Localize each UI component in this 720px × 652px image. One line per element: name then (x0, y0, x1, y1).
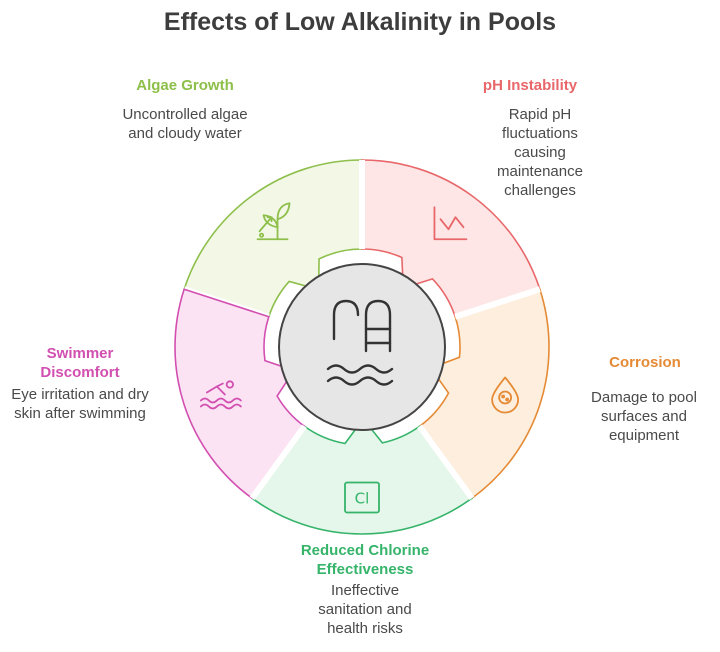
algae-growth-title: Algae Growth (136, 77, 234, 94)
fluctuation-chart-icon (433, 206, 468, 241)
corrosion-segment (418, 288, 550, 500)
chlorine-cl-icon: Cl (344, 481, 380, 514)
reduced-chlorine-description: Ineffective sanitation and health risks (318, 582, 412, 637)
plant-growth-icon (256, 202, 291, 241)
page-title: Effects of Low Alkalinity in Pools (163, 8, 557, 36)
corrosion-description: Damage to pool surfaces and equipment (591, 389, 697, 444)
swimmer-separator (249, 424, 307, 501)
reduced-chlorine-title: Reduced Chlorine Effectiveness (300, 542, 430, 578)
corrosion-title: Corrosion (609, 354, 681, 371)
corrosion-separator (454, 286, 541, 320)
corrosion-drop-icon (491, 376, 520, 414)
chlorine-symbol: Cl (355, 490, 370, 508)
swimmer-icon (199, 380, 242, 410)
pool-ladder-icon (326, 299, 394, 386)
ph-instability-title: pH Instability (482, 77, 578, 94)
swimmer-discomfort-title: Swimmer Discomfort (40, 345, 120, 381)
ph-instability-description: Rapid pH fluctuations causing maintenanc… (497, 106, 583, 199)
chlorine-separator (417, 424, 475, 501)
swimmer-discomfort-description: Eye irritation and dry skin after swimmi… (11, 386, 149, 422)
chlorine-segment (250, 417, 474, 535)
algae-growth-description: Uncontrolled algae and cloudy water (122, 106, 248, 142)
swimmer-segment (174, 288, 306, 500)
center-circle (278, 263, 446, 431)
